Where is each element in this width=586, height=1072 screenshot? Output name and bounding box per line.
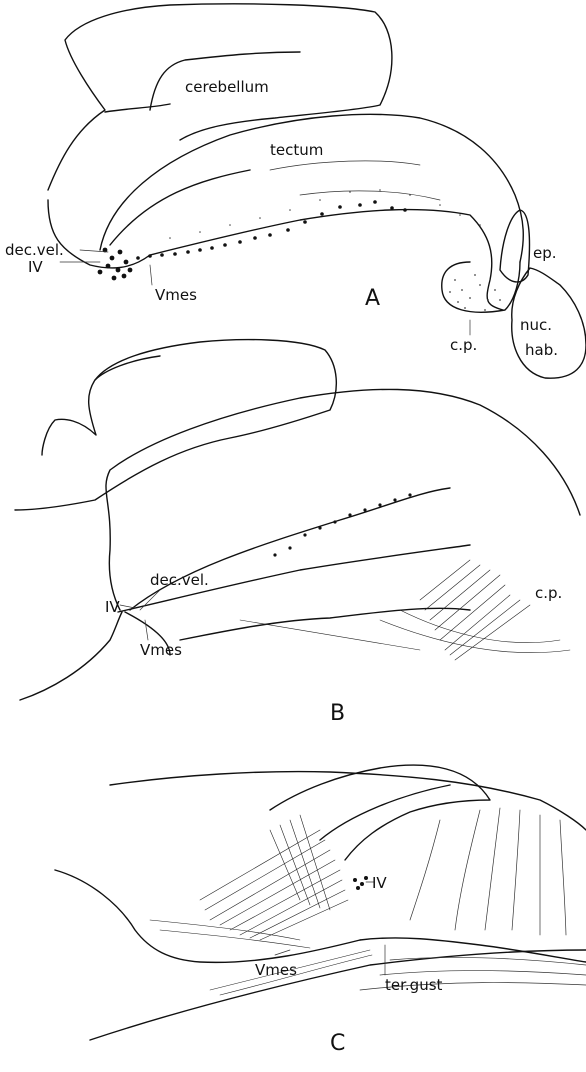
- ventricle-b: [180, 608, 470, 640]
- panel-b: dec.vel. IV Vmes c.p. B: [15, 340, 580, 726]
- dec-vel-cluster-a: [98, 248, 133, 281]
- panel-letter-b: B: [330, 701, 345, 726]
- tectum-dorsal: [100, 114, 523, 262]
- panel-c: IV Vmes ter.gust C: [55, 765, 586, 1056]
- cerebellum-inner-lobe: [105, 104, 170, 112]
- label-dec-vel-a: dec.vel.: [5, 241, 64, 259]
- leader-vmes-c: [275, 950, 290, 955]
- epiphysis-outline: [500, 210, 529, 282]
- panel-letter-a: A: [365, 286, 380, 311]
- label-iv-c: IV: [372, 874, 387, 892]
- label-ep: ep.: [533, 244, 557, 262]
- tectum-fiber-1: [270, 161, 420, 170]
- tectum-outline: [48, 200, 503, 310]
- label-vmes-c: Vmes: [255, 961, 297, 979]
- label-hab: hab.: [525, 341, 558, 359]
- label-vmes-b: Vmes: [140, 641, 182, 659]
- label-cp-a: c.p.: [450, 336, 477, 354]
- label-vmes-a: Vmes: [155, 286, 197, 304]
- label-ter-gust-c: ter.gust: [385, 976, 443, 994]
- panel-letter-c: C: [330, 1031, 345, 1056]
- label-cerebellum: cerebellum: [185, 78, 269, 96]
- label-nuc: nuc.: [520, 316, 552, 334]
- panel-a: cerebellum tectum dec.vel. IV Vmes ep. c…: [5, 4, 586, 378]
- leader-iv-b: [120, 605, 135, 608]
- tectum-inner-c: [320, 785, 450, 840]
- tectum-ventricle: [110, 170, 250, 245]
- iv-cluster-c: [353, 876, 368, 890]
- label-iv-a: IV: [28, 258, 43, 276]
- tract-stipple-a: [169, 189, 481, 239]
- label-tectum: tectum: [270, 141, 323, 159]
- tract-dots-b: [273, 493, 411, 556]
- posterior-commissure-outline: [442, 262, 520, 312]
- leader-vmes-a: [150, 265, 152, 285]
- tectum-fiber-2: [300, 191, 440, 200]
- label-iv-b: IV: [105, 598, 120, 616]
- label-cp-b: c.p.: [535, 584, 562, 602]
- cerebellum-fold-b: [95, 356, 160, 380]
- cerebellum-outline-b: [15, 340, 336, 510]
- tectum-c: [270, 765, 490, 860]
- cerebellum-outline: [48, 4, 392, 190]
- label-dec-vel-b: dec.vel.: [150, 571, 209, 589]
- leader-vmes-b: [145, 620, 148, 640]
- tract-dots-a: [136, 200, 407, 260]
